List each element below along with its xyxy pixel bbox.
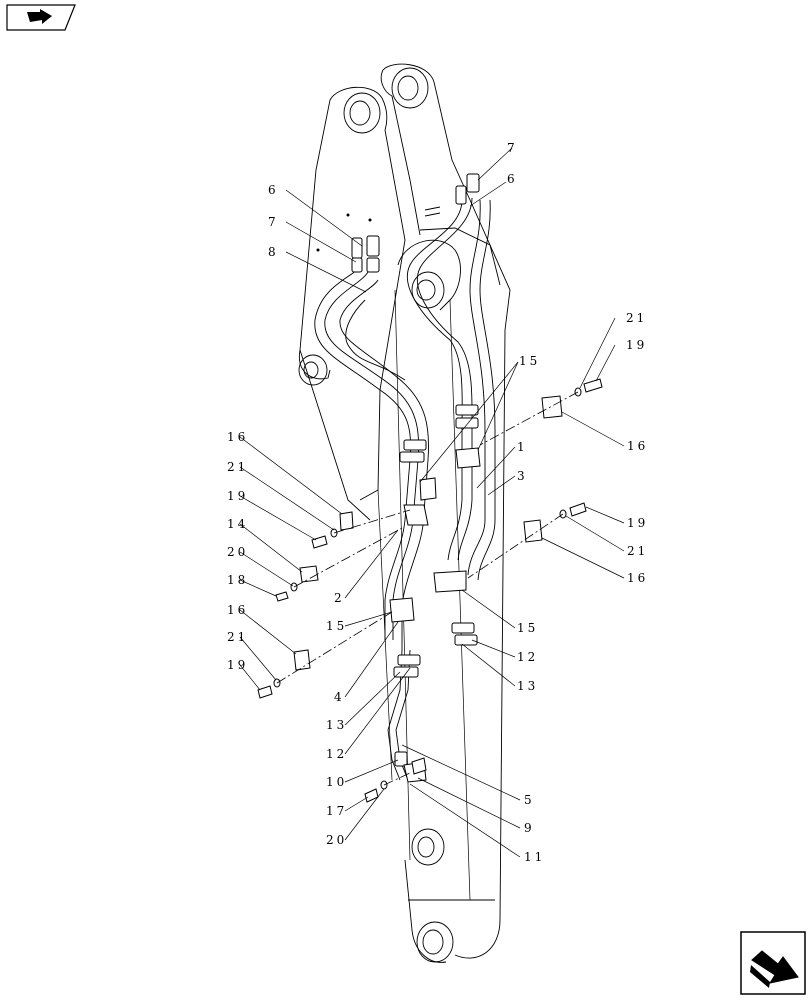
callout-13: 13 — [326, 718, 347, 732]
callout-18: 18 — [227, 573, 248, 587]
top-nav-tab[interactable] — [6, 4, 76, 31]
callout-19: 19 — [626, 338, 647, 352]
callout-16: 16 — [627, 571, 648, 585]
callout-5: 5 — [524, 793, 535, 807]
callout-11: 11 — [524, 850, 545, 864]
leader-lines — [239, 147, 625, 858]
boom-arm — [298, 63, 511, 963]
callout-17: 17 — [326, 804, 347, 818]
callout-16: 16 — [227, 430, 248, 444]
callout-1: 1 — [517, 440, 528, 454]
callout-4: 4 — [334, 690, 345, 704]
callout-2: 2 — [334, 591, 345, 605]
next-page-button[interactable] — [740, 931, 806, 995]
callout-10: 10 — [326, 775, 347, 789]
callout-21: 21 — [627, 544, 648, 558]
clamps — [293, 395, 563, 783]
right-hose-bundle — [406, 197, 496, 581]
callout-19: 19 — [227, 489, 248, 503]
bolts-and-washers — [257, 378, 603, 803]
callout-12: 12 — [517, 650, 538, 664]
callout-6: 6 — [507, 172, 518, 186]
callout-8: 8 — [268, 245, 279, 259]
callout-6: 6 — [268, 183, 279, 197]
callout-19: 19 — [227, 658, 248, 672]
callout-20: 20 — [227, 545, 248, 559]
callout-13: 13 — [517, 679, 538, 693]
callout-19: 19 — [627, 516, 648, 530]
pipe-fittings — [351, 173, 480, 767]
callout-labels: 7 6 6 7 8 21 19 15 16 16 1 21 3 19 19 14… — [227, 141, 648, 864]
callout-7: 7 — [507, 141, 518, 155]
callout-15: 15 — [517, 621, 538, 635]
page-arrow-icon — [27, 9, 52, 24]
callout-9: 9 — [524, 821, 535, 835]
callout-16: 16 — [627, 439, 648, 453]
next-page-arrow-icon — [750, 950, 799, 988]
callout-14: 14 — [227, 517, 248, 531]
callout-15: 15 — [519, 354, 540, 368]
assembly-lines — [276, 391, 579, 786]
callout-21: 21 — [227, 460, 248, 474]
callout-15: 15 — [326, 619, 347, 633]
callout-21: 21 — [626, 311, 647, 325]
callout-12: 12 — [326, 747, 347, 761]
callout-16: 16 — [227, 603, 248, 617]
callout-3: 3 — [517, 469, 528, 483]
callout-20: 20 — [326, 833, 347, 847]
callout-21: 21 — [227, 630, 248, 644]
callout-7: 7 — [268, 215, 279, 229]
